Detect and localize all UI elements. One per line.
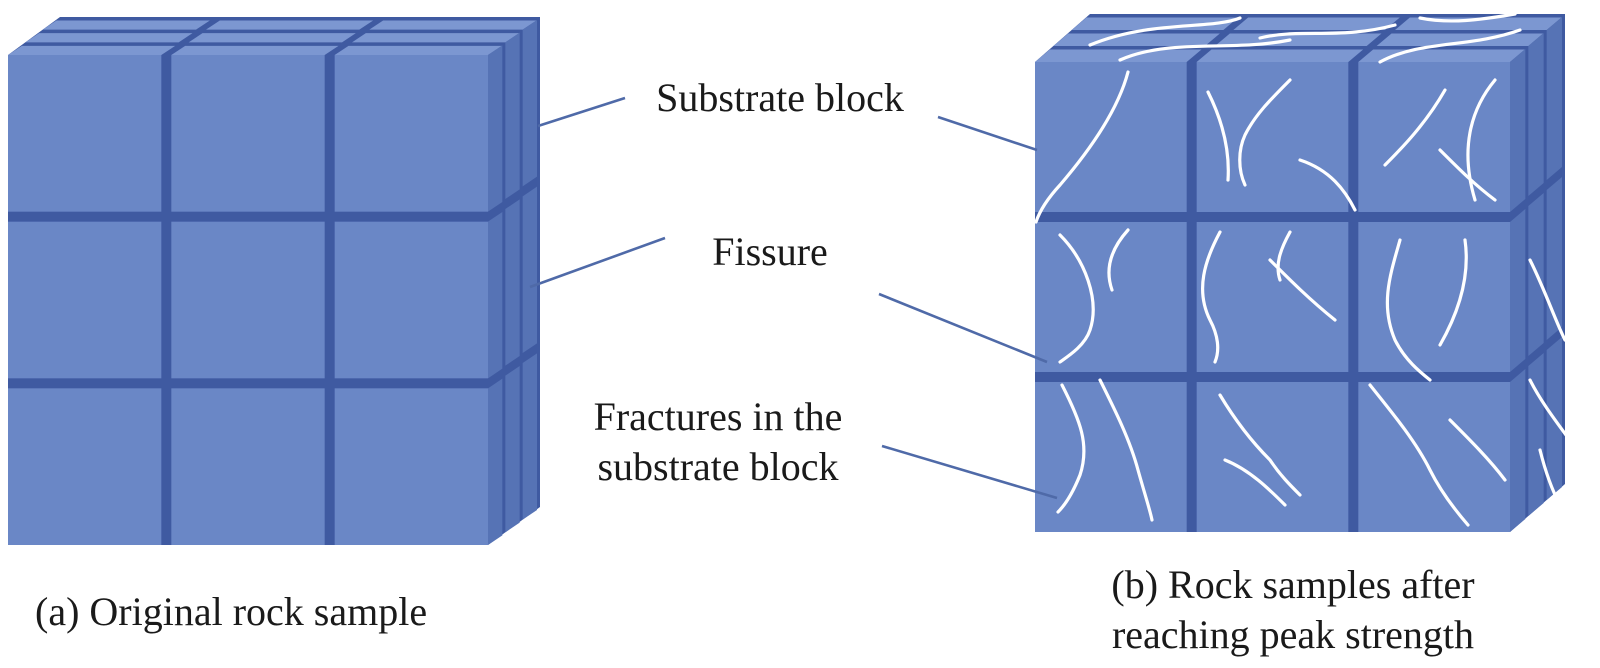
- top-block: [42, 20, 210, 30]
- label-fractures-line2: substrate block: [597, 444, 838, 489]
- top-block: [1035, 49, 1202, 62]
- front-block: [1196, 382, 1349, 532]
- caption-b-line2: reaching peak strength: [1112, 612, 1474, 657]
- side-block: [1528, 33, 1544, 196]
- top-block: [334, 45, 502, 55]
- leader-substrate-left: [537, 96, 626, 128]
- top-block: [369, 20, 537, 30]
- top-block: [8, 45, 176, 55]
- top-block: [352, 33, 520, 43]
- top-block: [188, 33, 356, 43]
- leader-fissure-left: [529, 236, 666, 289]
- side-block: [1510, 369, 1526, 532]
- side-block: [488, 45, 503, 212]
- side-block: [505, 32, 520, 199]
- caption-a: (a) Original rock sample: [35, 589, 427, 634]
- side-block: [522, 186, 537, 353]
- front-block: [334, 388, 488, 545]
- fracture-lines: [1034, 12, 1568, 527]
- label-substrate-block: Substrate block: [656, 75, 904, 120]
- front-block: [1196, 222, 1349, 372]
- side-block: [505, 199, 520, 366]
- top-block: [1233, 17, 1400, 30]
- top-block: [1053, 33, 1220, 46]
- front-block: [1196, 62, 1349, 212]
- top-block: [25, 33, 193, 43]
- label-fissure: Fissure: [712, 229, 828, 274]
- fractured-rock-sample-cube: [1035, 14, 1565, 532]
- side-block: [1510, 49, 1526, 212]
- front-block: [171, 55, 325, 212]
- side-block: [1546, 177, 1562, 340]
- caption-b-line1: (b) Rock samples after: [1111, 562, 1474, 607]
- front-block: [334, 55, 488, 212]
- original-rock-sample-cube: [8, 17, 540, 545]
- top-block: [1071, 17, 1239, 30]
- front-block: [1035, 222, 1187, 372]
- side-block: [488, 212, 503, 379]
- front-block: [1035, 382, 1187, 532]
- side-block: [1528, 353, 1544, 516]
- front-block: [8, 221, 162, 379]
- front-block: [8, 55, 162, 212]
- top-block: [1196, 49, 1364, 62]
- front-block: [334, 221, 488, 379]
- front-block: [171, 221, 325, 379]
- front-block: [171, 388, 325, 545]
- side-block: [1546, 17, 1562, 180]
- front-block: [1358, 222, 1510, 372]
- label-fractures-line1: Fractures in the: [594, 394, 843, 439]
- side-block: [1510, 209, 1526, 372]
- top-block: [171, 45, 339, 55]
- front-block: [1358, 62, 1510, 212]
- leader-fractures: [881, 444, 1058, 500]
- side-block: [505, 366, 520, 533]
- side-block: [488, 378, 503, 545]
- front-block: [8, 388, 162, 545]
- side-block: [522, 20, 537, 187]
- leader-fissure-right: [878, 292, 1048, 364]
- leader-lines: [529, 96, 1058, 500]
- side-block: [522, 353, 537, 520]
- leader-substrate-right: [937, 115, 1038, 152]
- top-block: [206, 20, 374, 30]
